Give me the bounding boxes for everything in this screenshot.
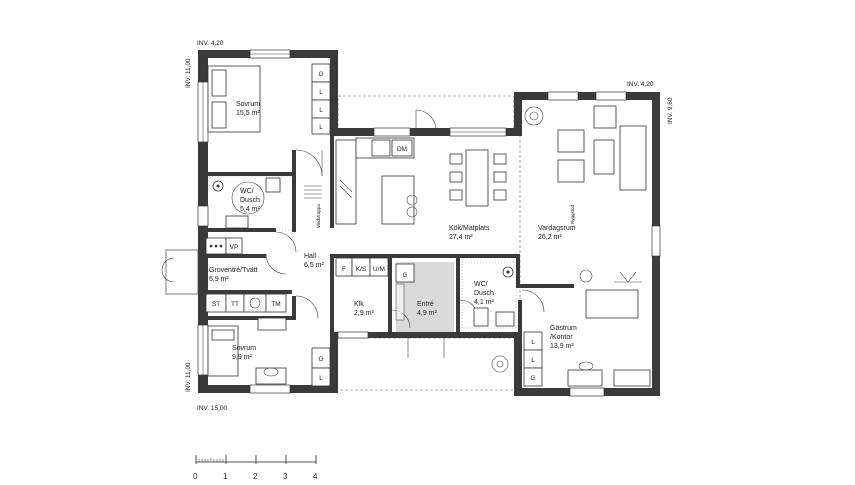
- wc2-fixtures: [473, 266, 515, 327]
- room-name-wc2: WC/: [474, 281, 488, 288]
- inv-label-bottom-left: INV. 15,00: [197, 405, 228, 412]
- room-name-entre: Entré: [417, 301, 434, 308]
- scale-tick-3: 3: [283, 472, 288, 481]
- room-name-gastrum: Gästrum: [550, 325, 577, 332]
- room-name-groventre: Groventré/Tvätt: [209, 267, 258, 274]
- inv-label-right-top: INV. 4,20: [627, 81, 654, 88]
- scale-tick-1: 1: [223, 472, 228, 481]
- inv-label-left-upper: INV. 11,00: [185, 58, 192, 88]
- scale-bar: 0 1 2 3 4: [193, 455, 318, 481]
- room-area-gastrum: 13,9 m²: [550, 343, 574, 350]
- entry-fixtures: F K/S U/M G: [335, 257, 509, 373]
- closet-label-g: G: [318, 71, 323, 78]
- closet-label-l: L: [319, 107, 323, 114]
- st-label: ST: [212, 301, 220, 308]
- room-name-kok: Kök/Matplats: [449, 225, 490, 232]
- vp-label: VP: [230, 244, 239, 251]
- room-area-entre: 4,9 m²: [417, 310, 438, 317]
- closet-label-l: L: [319, 124, 323, 131]
- room-area-klk: 2,9 m²: [354, 310, 375, 317]
- room-name-sovrum2: Sovrum: [232, 345, 256, 352]
- living-furniture: Ryggstöd: [524, 105, 647, 283]
- closet-label-g: G: [530, 375, 535, 382]
- kitchen-fixtures: DM: [335, 137, 507, 225]
- closet-label-g: G: [318, 356, 323, 363]
- gastrum-furniture: L L G: [523, 289, 651, 387]
- room-labels: Sovrum 15,5 m² WC/ Dusch 5,4 m² Kök/Matp…: [209, 101, 577, 361]
- backrest-label: Ryggstöd: [570, 204, 575, 224]
- scale-tick-0: 0: [193, 472, 198, 481]
- room-area-groventre: 6,9 m²: [209, 276, 230, 283]
- groventre-fixtures: VP ST TT TM: [205, 237, 287, 313]
- windows: [197, 49, 661, 397]
- room-area-sovrum2: 9,9 m²: [232, 354, 253, 361]
- scale-tick-4: 4: [313, 472, 318, 481]
- scale-tick-2: 2: [253, 472, 258, 481]
- room-area-sovrum1: 15,5 m²: [236, 110, 260, 117]
- dishwasher-label: DM: [397, 146, 407, 153]
- room-area-vardagsrum: 26,2 m²: [538, 234, 562, 241]
- closet-label-l: L: [319, 375, 323, 382]
- room-area-hall: 6,5 m²: [304, 262, 325, 269]
- room-name-hall: Hall: [304, 253, 317, 260]
- fridge-label: F: [342, 266, 346, 273]
- oven-label: U/M: [373, 266, 385, 273]
- closet-label-l: L: [319, 89, 323, 96]
- room-name2-gastrum: /Kontor: [550, 334, 573, 341]
- room-name-klk: Klk: [354, 301, 364, 308]
- inv-labels: INV. 4,20 INV. 11,00 INV. 4,20 INV. 9,60…: [185, 40, 674, 412]
- freezer-label: K/S: [356, 266, 367, 273]
- inv-label-right-side: INV. 9,60: [667, 97, 674, 124]
- room-name-vardagsrum: Vardagsrum: [538, 225, 576, 232]
- room-name-wc1: WC/: [240, 188, 254, 195]
- room-name2-wc2: Dusch: [474, 290, 494, 297]
- room-name-sovrum1: Sovrum: [236, 101, 260, 108]
- room-name2-wc1: Dusch: [240, 197, 260, 204]
- wc1-fixtures: [212, 177, 281, 229]
- sovrum2-furniture: G L: [207, 317, 331, 387]
- room-area-kok: 27,4 m²: [449, 234, 473, 241]
- inv-label-top-left: INV. 4,20: [197, 40, 224, 47]
- attic-stair: Vindstrappa: [304, 185, 322, 228]
- closet-label-l: L: [531, 339, 535, 346]
- tm-label: TM: [271, 301, 280, 308]
- inv-label-left-lower: INV. 11,00: [185, 362, 192, 392]
- room-area-wc2: 4,1 m²: [474, 299, 495, 306]
- entre-closet-label: G: [402, 272, 407, 279]
- tt-label: TT: [231, 301, 239, 308]
- sovrum1-furniture: G L L L: [207, 63, 331, 135]
- attic-stair-label: Vindstrappa: [316, 204, 321, 228]
- room-area-wc1: 5,4 m²: [240, 206, 261, 213]
- closet-label-l: L: [531, 357, 535, 364]
